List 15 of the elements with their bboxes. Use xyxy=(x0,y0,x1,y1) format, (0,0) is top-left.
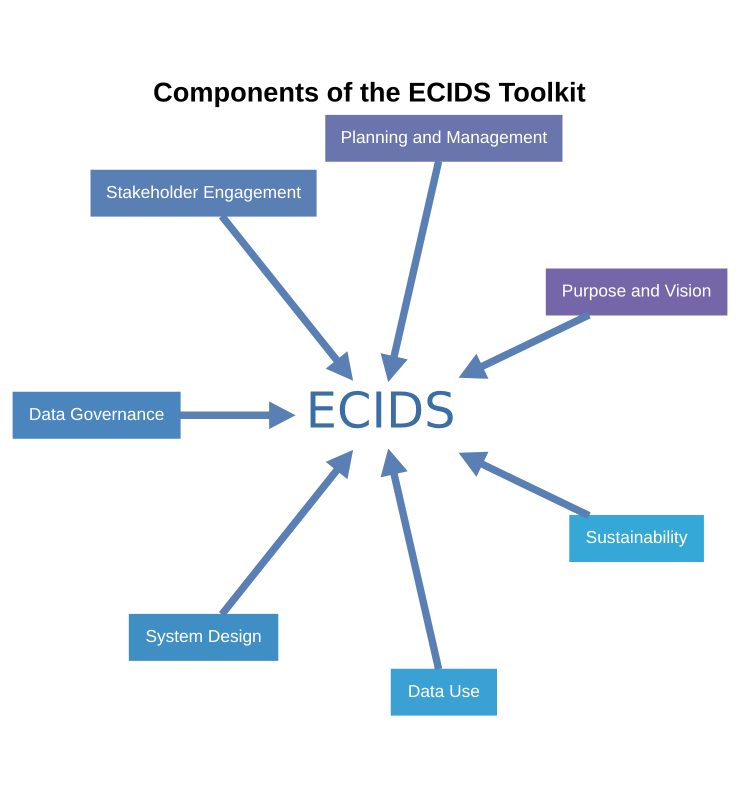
node-box: Sustainability xyxy=(569,514,704,562)
node-box: Data Governance xyxy=(12,391,181,438)
arrow xyxy=(380,160,442,382)
node-text: ECIDS xyxy=(306,381,456,440)
diagram-title: Components of the ECIDS Toolkit xyxy=(153,76,586,107)
arrow xyxy=(458,311,591,378)
arrow xyxy=(218,449,354,616)
arrow xyxy=(380,448,442,670)
node-box: Planning and Management xyxy=(325,114,562,162)
node-box: Purpose and Vision xyxy=(546,268,728,315)
node-box: System Design xyxy=(128,613,278,660)
arrow xyxy=(458,451,591,518)
node-box: Stakeholder Engagement xyxy=(90,169,317,216)
arrow xyxy=(180,400,296,429)
node-box: Data Use xyxy=(390,668,497,716)
